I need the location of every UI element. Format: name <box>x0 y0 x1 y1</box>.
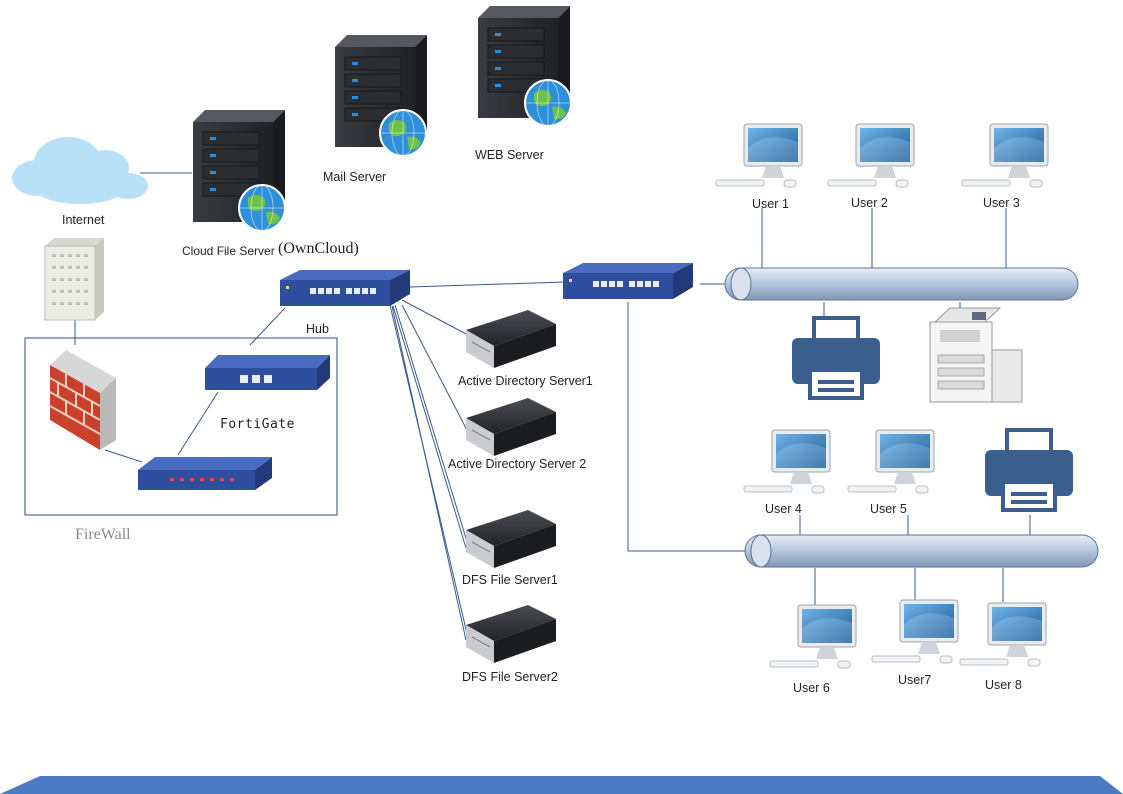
ad-server-2-icon <box>465 397 557 457</box>
user-3-label: User 3 <box>983 196 1020 210</box>
user-8-computer-icon <box>959 602 1047 667</box>
utm-appliance-icon <box>138 457 272 490</box>
main-switch-icon <box>563 263 693 299</box>
user-2-computer-icon <box>827 123 915 188</box>
mail-server-label: Mail Server <box>323 170 387 184</box>
user-1-computer-icon <box>715 123 803 188</box>
fortigate-device-icon <box>205 355 330 390</box>
mail-server-icon <box>334 34 428 157</box>
user-1-label: User 1 <box>752 197 789 211</box>
user-6-label: User 6 <box>793 681 830 695</box>
bottom-bar <box>0 776 1123 794</box>
internet-label: Internet <box>62 213 105 227</box>
firewall-label: FireWall <box>75 526 131 543</box>
cloud-file-server-icon <box>192 109 286 232</box>
dfs-server-2-icon <box>465 604 557 664</box>
connection-lines <box>74 172 1031 641</box>
hub-label: Hub <box>306 322 329 336</box>
lan-backbone-bottom <box>744 534 1099 568</box>
web-server-icon <box>477 5 572 127</box>
user-4-computer-icon <box>743 429 831 494</box>
fortigate-label: FortiGate <box>220 417 295 432</box>
cloud-icon <box>12 137 148 204</box>
copier-icon <box>929 307 1023 403</box>
hub-switch-icon <box>280 270 410 306</box>
lan-backbone-top <box>724 267 1079 301</box>
firewall-group-box <box>24 337 338 516</box>
user-3-computer-icon <box>961 123 1049 188</box>
printer-icon <box>790 316 882 400</box>
user-5-computer-icon <box>847 429 935 494</box>
user-5-label: User 5 <box>870 502 907 516</box>
brick-wall-icon <box>49 350 116 450</box>
user-8-label: User 8 <box>985 678 1022 692</box>
printer-icon-2 <box>983 428 1075 512</box>
ad-server-1-icon <box>465 309 557 369</box>
user-2-label: User 2 <box>851 196 888 210</box>
owncloud-label: (OwnCloud) <box>278 240 359 257</box>
modem-icon <box>44 238 104 321</box>
user-7-label: User7 <box>898 673 932 687</box>
user-6-computer-icon <box>769 604 857 669</box>
dfs-server-2-label: DFS File Server2 <box>462 670 558 684</box>
dfs-server-1-icon <box>465 509 557 569</box>
ad-server-1-label: Active Directory Server1 <box>458 374 593 388</box>
web-server-label: WEB Server <box>475 148 544 162</box>
user-4-label: User 4 <box>765 502 802 516</box>
user-7-computer-icon <box>871 599 959 664</box>
cloud-file-server-label: Cloud File Server <box>182 244 275 258</box>
dfs-server-1-label: DFS File Server1 <box>462 573 558 587</box>
ad-server-2-label: Active Directory Server 2 <box>448 457 587 471</box>
